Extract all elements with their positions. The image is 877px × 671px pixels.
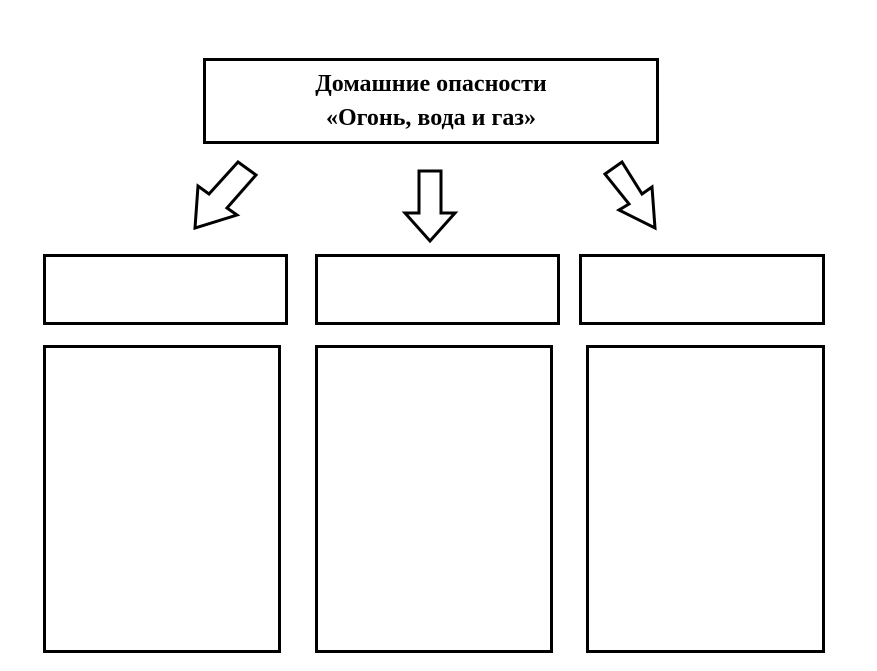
branch-3-body-box [586, 345, 825, 653]
title-line-2: «Огонь, вода и газ» [325, 105, 537, 131]
branch-1-heading-box [43, 254, 288, 325]
arrow-down-right-icon [602, 159, 657, 231]
arrow-down-left-icon [193, 159, 259, 231]
title-line-1: Домашние опасности [315, 71, 547, 97]
branch-1-body-box [43, 345, 281, 653]
diagram-title-box: Домашние опасности «Огонь, вода и газ» [203, 58, 659, 144]
branch-2-body-box [315, 345, 553, 653]
branch-3-heading-box [579, 254, 825, 325]
branch-2-heading-box [315, 254, 560, 325]
arrow-down-icon [401, 169, 459, 244]
